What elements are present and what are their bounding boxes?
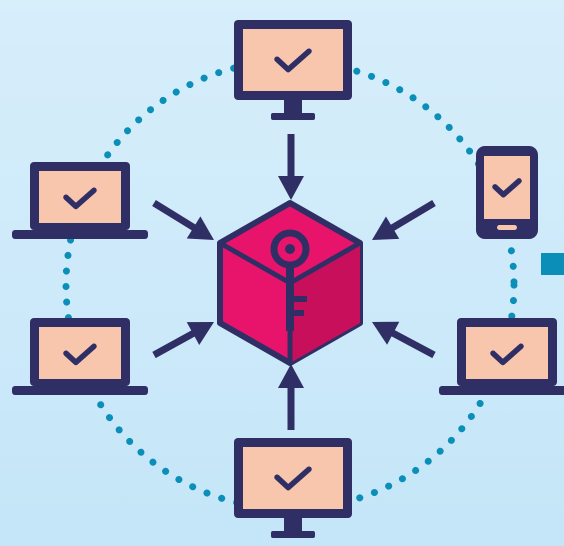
dotted-ring (62, 57, 518, 513)
checkmark-icon (63, 343, 97, 366)
monitor-top (234, 20, 352, 120)
phone-top-right (476, 146, 538, 239)
arrow-shaft (389, 199, 436, 232)
arrow-head (278, 176, 304, 200)
arrow-shaft (152, 329, 197, 359)
laptop-bottom-left (12, 318, 148, 395)
monitor-neck (284, 518, 302, 534)
laptop-screen (466, 327, 548, 379)
arrow-bottom-left-to-center (152, 322, 214, 359)
arrow-head (278, 364, 304, 388)
arrow-head (372, 216, 400, 240)
laptop-base (12, 230, 148, 239)
key-icon (270, 229, 310, 331)
laptop-screen (39, 171, 121, 223)
checkmark-icon (274, 466, 312, 491)
arrow-top-left-to-center (152, 200, 214, 240)
arrows-group (152, 134, 436, 430)
laptop-top-left (12, 162, 148, 239)
arrow-shaft (152, 200, 198, 232)
arrow-top-to-center (278, 134, 304, 200)
monitor-neck (284, 100, 302, 116)
arrow-head (372, 321, 400, 345)
phone-screen (484, 156, 530, 219)
monitor-base (271, 531, 315, 538)
monitor-screen (243, 447, 343, 509)
arrow-head (186, 322, 214, 345)
central-key-node (217, 200, 363, 366)
checkmark-icon (63, 187, 97, 210)
phone-home-button (497, 225, 517, 230)
accent-square (541, 253, 564, 275)
monitor-screen (243, 29, 343, 91)
arrow-head (186, 216, 214, 240)
arrow-top-right-to-center (372, 199, 436, 240)
checkmark-icon (274, 48, 312, 73)
monitor-bottom (234, 438, 352, 538)
devices-group (12, 20, 564, 538)
arrow-shaft (389, 329, 436, 359)
laptop-screen (39, 327, 121, 379)
arrow-right-to-center (372, 321, 436, 359)
monitor-base (271, 113, 315, 120)
laptop-right (439, 318, 564, 395)
checkmark-icon (490, 343, 524, 366)
arrow-bottom-to-center (278, 364, 304, 430)
laptop-base (439, 386, 564, 395)
checkmark-icon (492, 178, 522, 198)
laptop-base (12, 386, 148, 395)
